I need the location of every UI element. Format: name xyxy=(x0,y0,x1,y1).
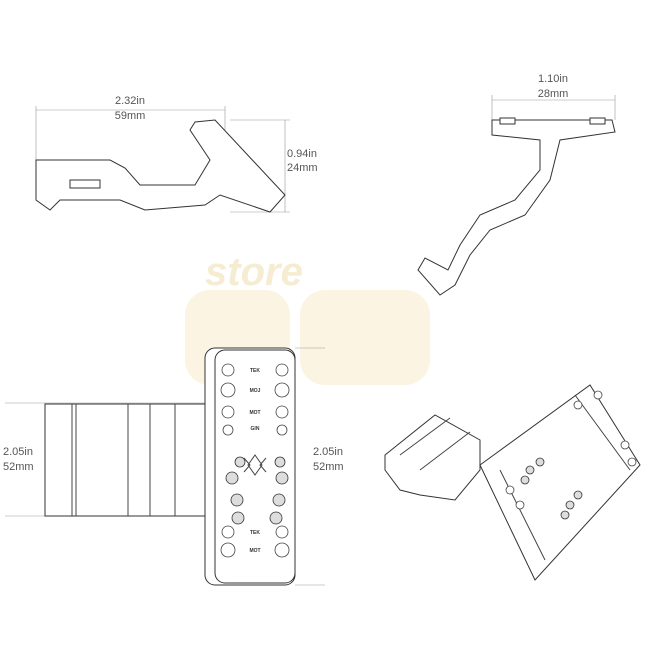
plate-label-mot-2: MOT xyxy=(249,548,260,554)
plate-label-tek: TEK xyxy=(250,368,260,374)
side-width-mm: 59mm xyxy=(115,110,146,122)
threaded-hole xyxy=(234,456,246,468)
front-left-mm: 52mm xyxy=(3,461,34,473)
front-left-in: 2.05in xyxy=(3,446,33,458)
mount-hole xyxy=(221,405,235,419)
threaded-hole xyxy=(231,511,245,525)
mount-hole xyxy=(276,424,288,436)
plate-label-tek-2: TEK xyxy=(250,530,260,536)
mount-hole xyxy=(220,542,236,558)
iso-top-view: 1.10in 28mm xyxy=(417,73,616,296)
plate-label-gin: GIN xyxy=(251,426,260,432)
mount-hole xyxy=(221,363,235,377)
plate-label-moj: MOJ xyxy=(250,388,261,394)
front-right-in: 2.05in xyxy=(313,446,343,458)
threaded-hole xyxy=(230,493,244,507)
threaded-hole xyxy=(225,471,239,485)
iso-bottom-view xyxy=(384,384,641,581)
iso-width-mm: 28mm xyxy=(538,88,569,100)
mount-hole xyxy=(274,382,290,398)
mount-hole xyxy=(275,525,289,539)
front-right-mm: 52mm xyxy=(313,461,344,473)
side-width-in: 2.32in xyxy=(115,95,145,107)
watermark-text: store xyxy=(205,250,303,294)
mount-hole xyxy=(221,525,235,539)
plate-label-mot: MOT xyxy=(249,410,260,416)
threaded-hole xyxy=(274,456,286,468)
mount-hole xyxy=(274,542,290,558)
threaded-hole xyxy=(269,511,283,525)
side-height-in: 0.94in xyxy=(287,148,317,160)
threaded-hole xyxy=(275,471,289,485)
mount-hole xyxy=(275,405,289,419)
mount-hole xyxy=(275,363,289,377)
iso-width-in: 1.10in xyxy=(538,73,568,85)
threaded-hole xyxy=(272,493,286,507)
mount-hole xyxy=(220,382,236,398)
side-view: 2.32in 59mm 0.94in 24mm xyxy=(35,95,318,213)
side-height-mm: 24mm xyxy=(287,162,318,174)
front-view: 2.05in 52mm 2.05in 52mm TEK MOJ MOT GIN … xyxy=(3,347,344,586)
mount-hole xyxy=(222,424,234,436)
